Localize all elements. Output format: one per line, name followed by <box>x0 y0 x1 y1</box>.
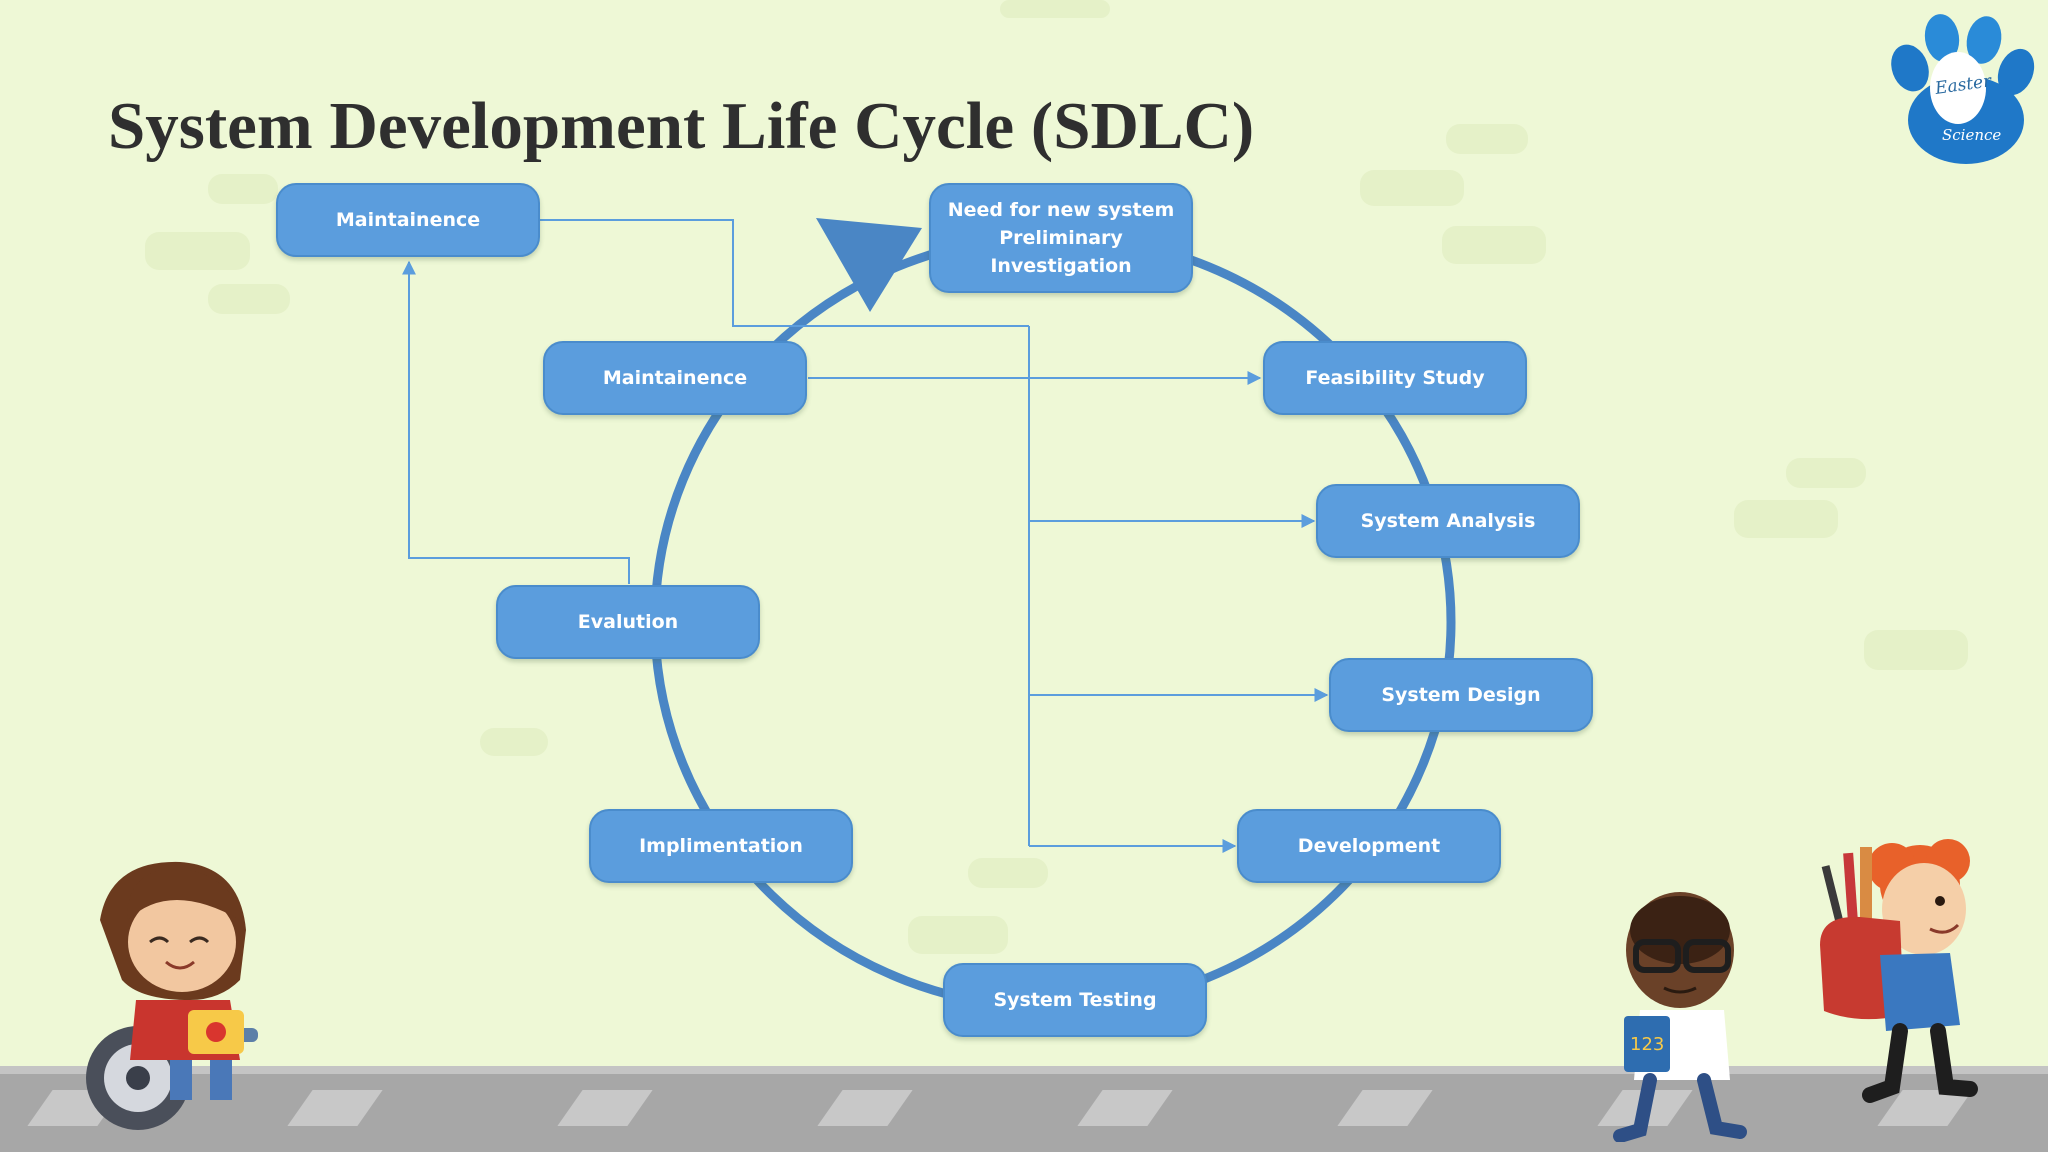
cycle-arrow-head <box>816 218 922 312</box>
node-need-line1: Need for new system <box>947 199 1175 221</box>
child-glasses-illustration: 123 <box>1613 892 1747 1142</box>
easter-science-logo: Easter Science <box>1891 14 2035 164</box>
node-need-line2: Preliminary <box>999 227 1123 249</box>
node-maintenance-inner[interactable]: Maintainence <box>543 341 807 415</box>
slide-title: System Development Life Cycle (SDLC) <box>108 89 1255 163</box>
curb <box>0 1066 2048 1074</box>
node-implementation[interactable]: Implimentation <box>589 809 853 883</box>
child-wheelchair-illustration <box>86 861 258 1130</box>
node-need-line3: Investigation <box>990 255 1132 277</box>
node-need-for-new-system[interactable]: Need for new system Preliminary Investig… <box>929 183 1193 293</box>
connector-evaluation-to-maintenance <box>402 260 630 584</box>
node-system-analysis[interactable]: System Analysis <box>1316 484 1580 558</box>
connector-maintenance-to-hub <box>540 219 1029 327</box>
node-development[interactable]: Development <box>1237 809 1501 883</box>
node-feasibility-study[interactable]: Feasibility Study <box>1263 341 1527 415</box>
node-evaluation[interactable]: Evalution <box>496 585 760 659</box>
logo-text-bottom: Science <box>1942 126 2001 144</box>
node-maintenance-outer[interactable]: Maintainence <box>276 183 540 257</box>
child-backpack-illustration <box>1820 839 1978 1103</box>
node-system-design[interactable]: System Design <box>1329 658 1593 732</box>
node-system-testing[interactable]: System Testing <box>943 963 1207 1037</box>
svg-text:123: 123 <box>1630 1034 1664 1055</box>
